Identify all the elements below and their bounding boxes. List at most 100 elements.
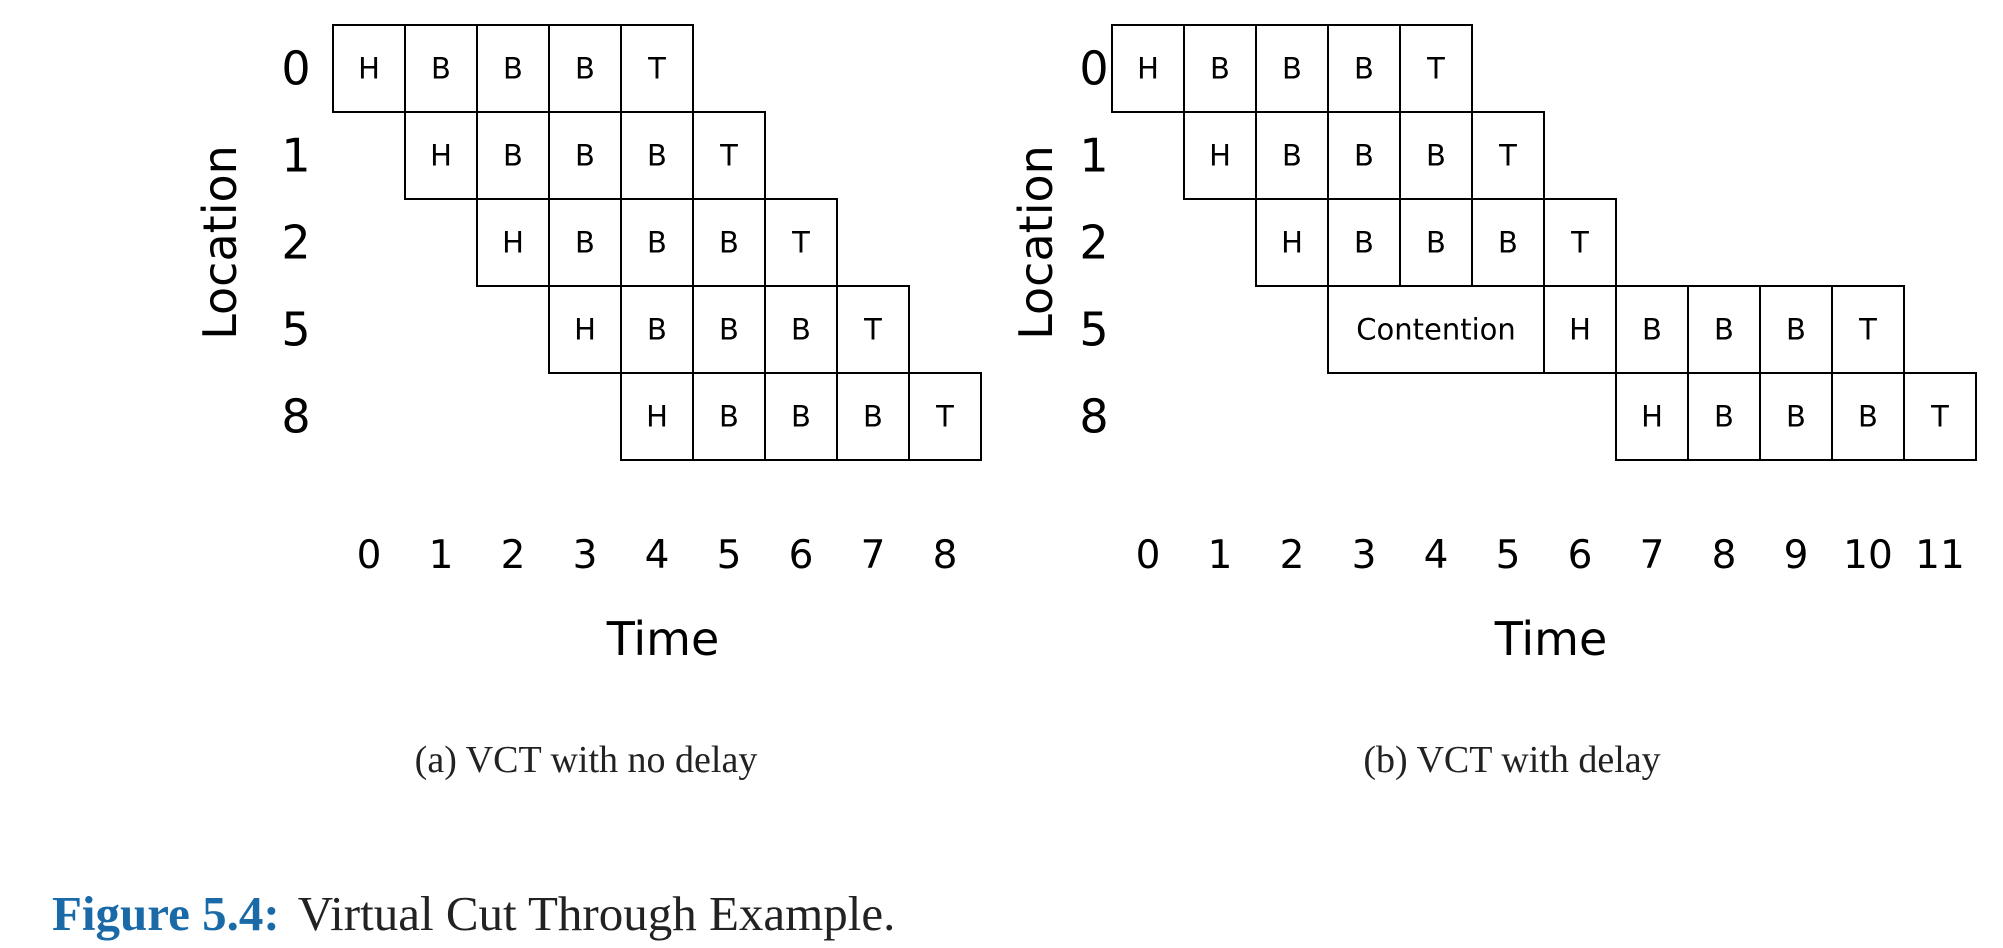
panel-b-cell-box [1759, 372, 1833, 461]
panel-b-cell-label: B [1498, 226, 1518, 260]
panel-a-cell: B [692, 372, 766, 461]
panel-a-location-label: 5 [281, 303, 310, 357]
panel-a-cell-label: H [574, 313, 596, 347]
panel-b-cell-box [1255, 24, 1329, 113]
panel-b-time-tick: 9 [1784, 533, 1809, 578]
panel-a-cell: B [476, 111, 550, 200]
panel-b-cell-label: B [1354, 226, 1374, 260]
panel-a-cell-label: B [431, 52, 451, 86]
panel-a-time-tick: 7 [861, 533, 886, 578]
panel-a-cell: T [764, 198, 838, 287]
panel-b-cell: T [1903, 372, 1977, 461]
panel-b-cell: B [1327, 198, 1401, 287]
panel-b-cell: T [1543, 198, 1617, 287]
panel-b-cell-label: T [1426, 52, 1445, 86]
panel-b-caption: (b) VCT with delay [1363, 739, 1660, 781]
panel-a-cell-box [692, 372, 766, 461]
panel-a-cell: B [764, 372, 838, 461]
panel-a-cell-box [620, 372, 694, 461]
panel-a-cell-box [692, 285, 766, 374]
panel-a-cell-box [404, 111, 478, 200]
panel-b-cell-box [1183, 111, 1257, 200]
panel-a-cell: B [548, 198, 622, 287]
panel-b-time-tick: 4 [1424, 533, 1449, 578]
panel-a-cell-label: B [575, 226, 595, 260]
panel-a-cell-label: B [719, 313, 739, 347]
panel-a-cell-label: B [503, 52, 523, 86]
panel-b-cell: B [1327, 24, 1401, 113]
panel-b-cell-label: B [1426, 226, 1446, 260]
panel-b-cell-label: T [1858, 313, 1877, 347]
figure-caption: Figure 5.4: Virtual Cut Through Example. [52, 886, 895, 941]
panel-a-cell-box [692, 198, 766, 287]
panel-a-cell-label: T [863, 313, 882, 347]
panel-b-cell-label: Contention [1356, 313, 1516, 347]
panel-a-cell-label: T [935, 400, 954, 434]
panel-b-time-tick: 11 [1915, 533, 1965, 578]
panel-b-cell-label: B [1210, 52, 1230, 86]
panel-a-cell-label: B [647, 313, 667, 347]
panel-a-cell: H [404, 111, 478, 200]
panel-b-cell-label: H [1641, 400, 1663, 434]
panel-a-cell: B [476, 24, 550, 113]
panel-b-location-label: 8 [1079, 390, 1108, 444]
panel-b-location-label: 0 [1079, 42, 1108, 96]
panel-b-cell-label: B [1354, 139, 1374, 173]
panel-a-cell-label: H [358, 52, 380, 86]
panel-b-cell-label: B [1858, 400, 1878, 434]
panel-b-cell: H [1183, 111, 1257, 200]
panel-b-cell: B [1399, 198, 1473, 287]
panel-a-cell: B [404, 24, 478, 113]
panel-a-cell-box [332, 24, 406, 113]
panel-b-time-tick: 6 [1568, 533, 1593, 578]
panel-b-cell-label: H [1137, 52, 1159, 86]
panel-a-cell-label: B [719, 226, 739, 260]
panel-a-cell-label: B [647, 139, 667, 173]
panel-a-y-axis-title: Location [193, 145, 247, 340]
panel-a-cell-label: B [863, 400, 883, 434]
panel-a-location-label: 0 [281, 42, 310, 96]
panel-a-cell-label: H [502, 226, 524, 260]
panel-b-cell-label: T [1570, 226, 1589, 260]
panel-b-cell-label: B [1426, 139, 1446, 173]
panel-a-cell: T [620, 24, 694, 113]
panel-b-cell-box [1327, 24, 1401, 113]
panel-b-cell: H [1255, 198, 1329, 287]
panel-a-cell: T [836, 285, 910, 374]
panel-b-cell: B [1687, 372, 1761, 461]
panel-b-location-label: 5 [1079, 303, 1108, 357]
panel-b-cell: B [1759, 372, 1833, 461]
panel-b-location-label: 1 [1079, 129, 1108, 183]
panel-b-cell: B [1183, 24, 1257, 113]
panel-a-cell-box [764, 285, 838, 374]
panel-a-cell-label: H [430, 139, 452, 173]
panel-a-cell: B [836, 372, 910, 461]
panel-a-cell-label: H [646, 400, 668, 434]
panel-b-time-tick: 7 [1640, 533, 1665, 578]
panel-a-time-tick: 0 [357, 533, 382, 578]
panel-b-cell: B [1615, 285, 1689, 374]
panel-b-cell: B [1759, 285, 1833, 374]
panel-a-cell: B [620, 285, 694, 374]
panel-b-cell: B [1327, 111, 1401, 200]
panel-a-cell-label: B [647, 226, 667, 260]
panel-a-time-tick: 4 [645, 533, 670, 578]
panel-b-cell-label: H [1281, 226, 1303, 260]
panel-b-cell-label: B [1642, 313, 1662, 347]
panel-b-cell: T [1831, 285, 1905, 374]
panel-b-time-tick: 0 [1136, 533, 1161, 578]
panel-b-cell: T [1399, 24, 1473, 113]
panel-b-cell-box [1831, 285, 1905, 374]
panel-b-location-label: 2 [1079, 216, 1108, 270]
panel-b-cell-box [1903, 372, 1977, 461]
panel-b-time-tick: 8 [1712, 533, 1737, 578]
panel-a-cell: T [692, 111, 766, 200]
panel-b-time-tick: 3 [1352, 533, 1377, 578]
panel-a-cell-box [836, 285, 910, 374]
panel-a-cell: H [332, 24, 406, 113]
panel-b-cell: H [1615, 372, 1689, 461]
panel-b-time-tick: 5 [1496, 533, 1521, 578]
panel-b-cell: B [1399, 111, 1473, 200]
panel-b-cell: H [1543, 285, 1617, 374]
